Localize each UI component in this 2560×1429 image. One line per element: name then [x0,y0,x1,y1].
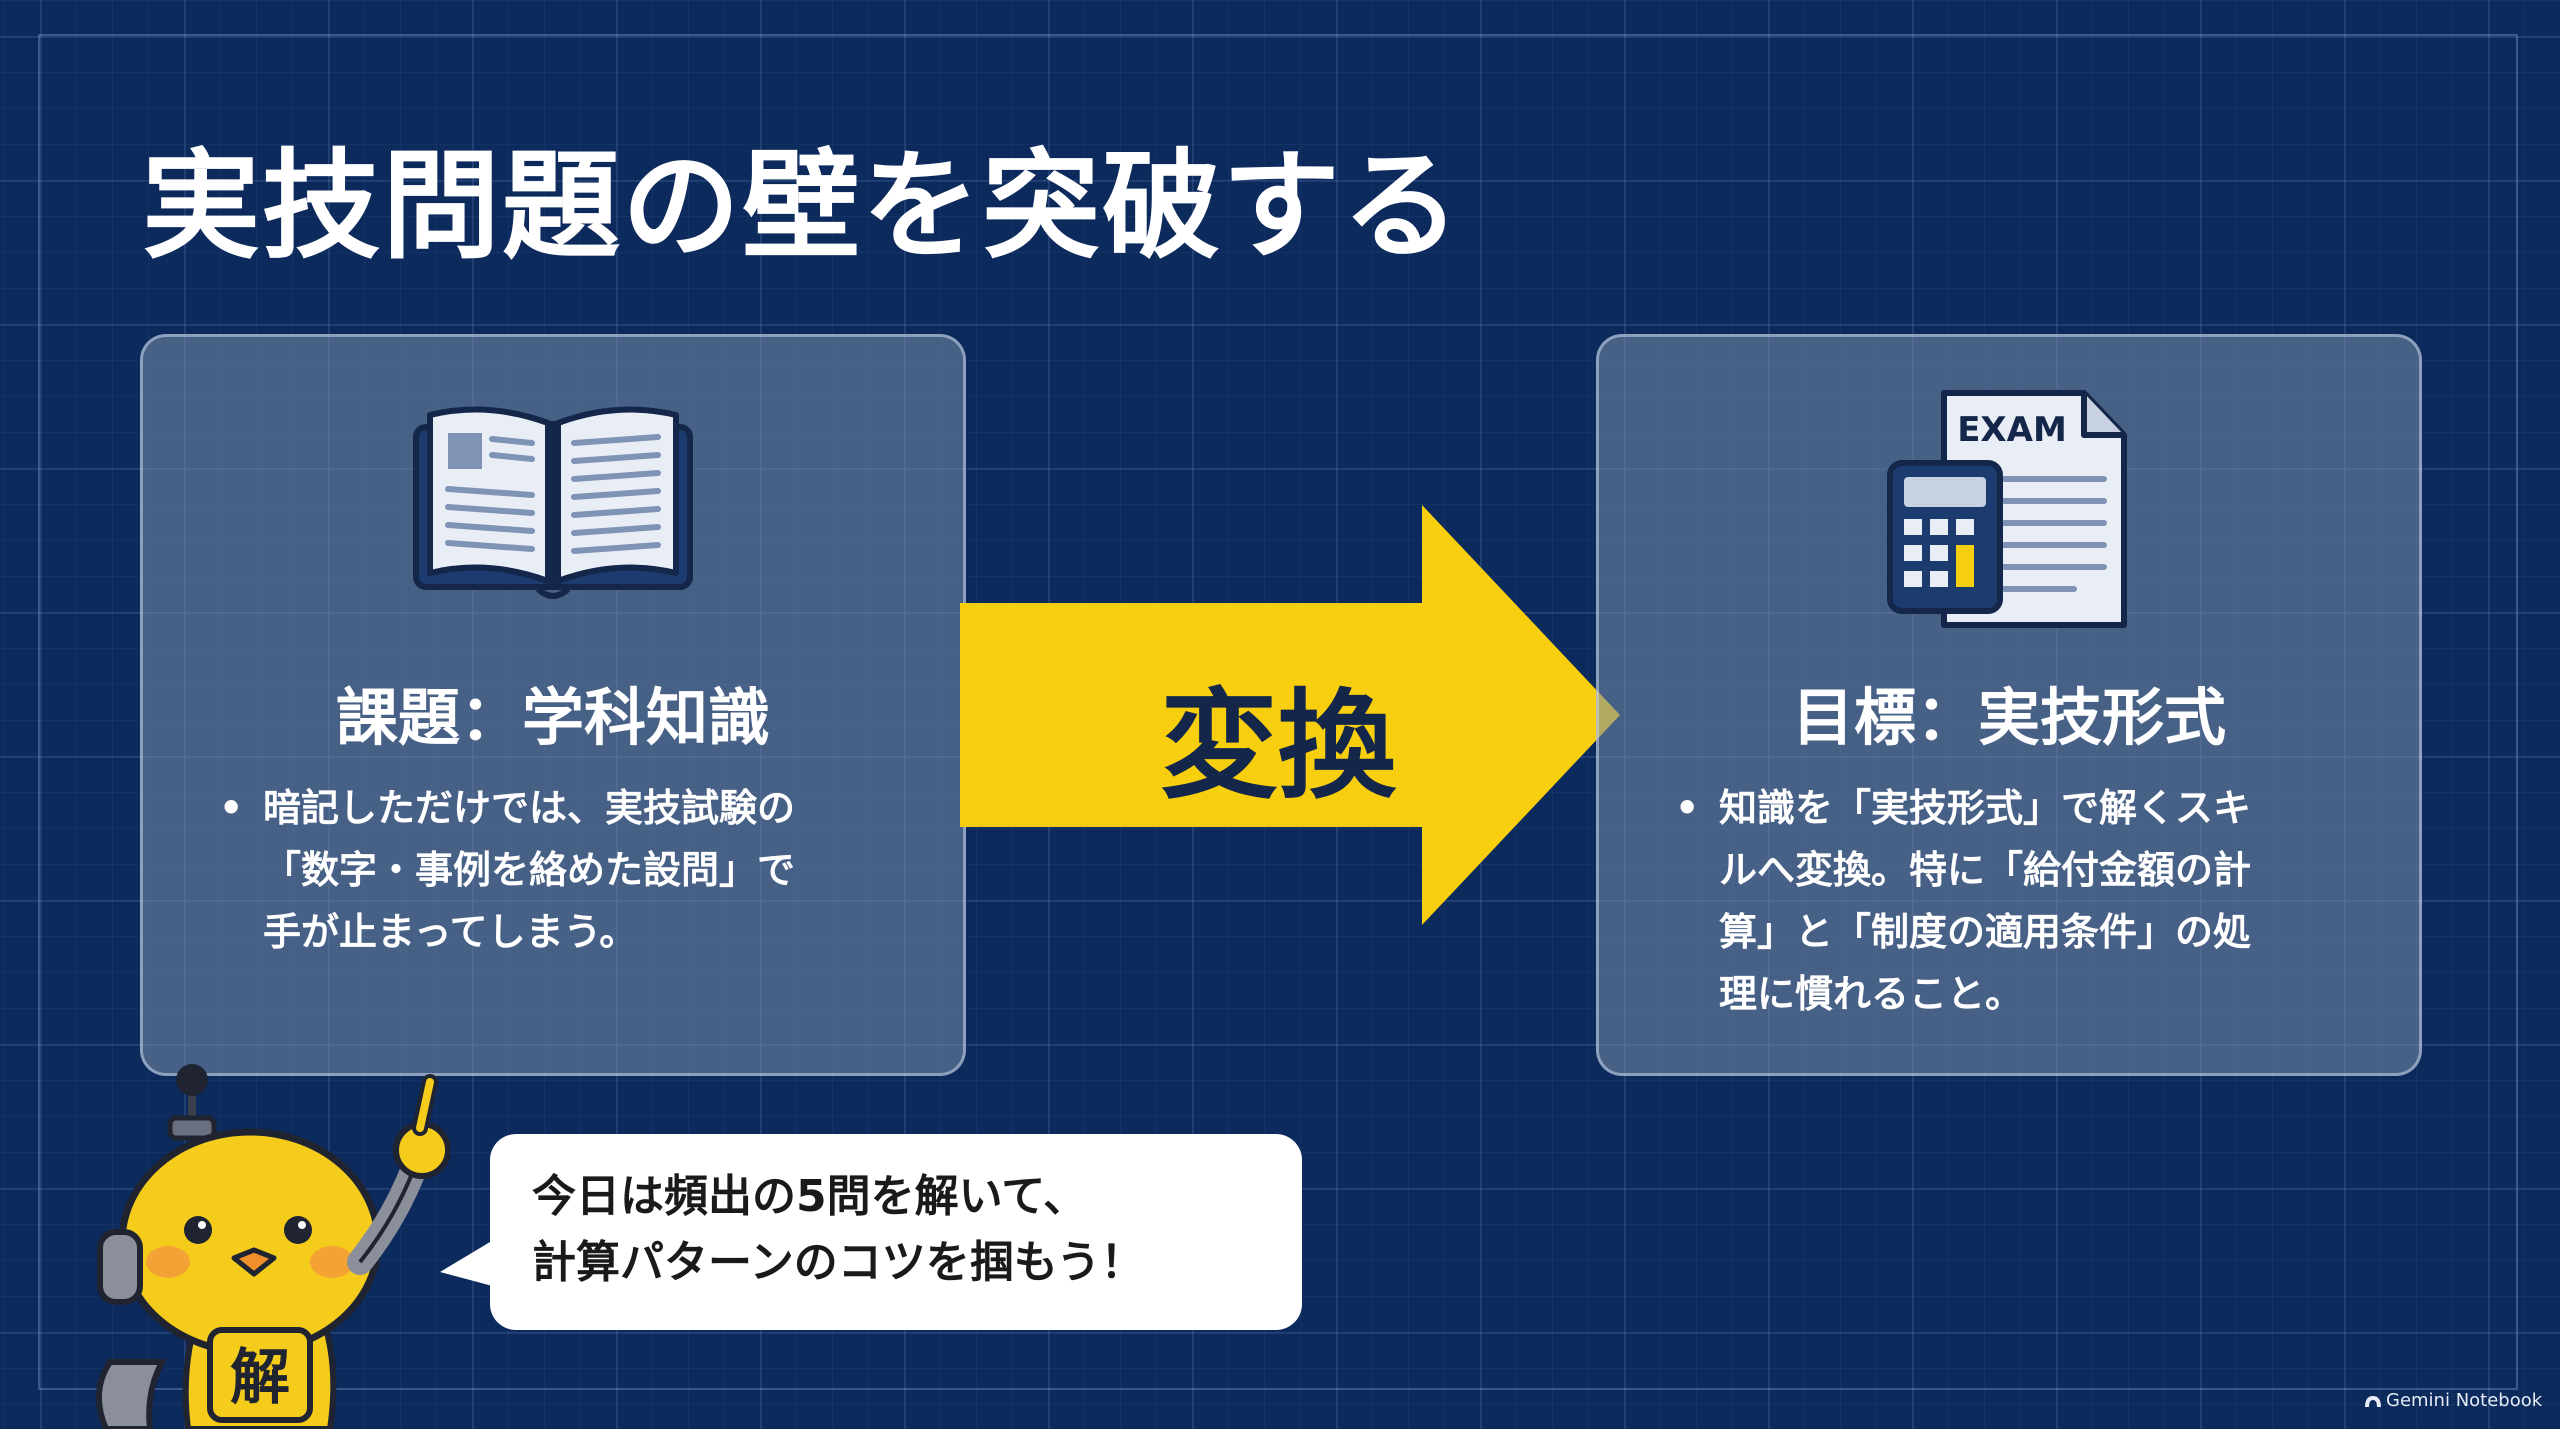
speech-bubble: 今日は頻出の5問を解いて、 計算パターンのコツを掴もう！ [490,1134,1302,1330]
transform-arrow-icon [960,505,1620,925]
goal-card: EXAM 目標：実技形式 • [1596,334,2422,1076]
speech-bubble-tail [440,1236,500,1288]
bullet-line: 理に慣れること。 [1719,972,2024,1016]
open-book-icon [413,406,693,599]
current-issue-bullet: • 暗記しただけでは、実技試験の 「数字・事例を絡めた設問」で 手が止まってしま… [219,777,919,963]
exam-calculator-icon: EXAM [1887,390,2127,628]
exam-label: EXAM [1957,410,2067,450]
slide-frame [38,34,2518,1390]
transform-label: 変換 [1160,677,1397,815]
goal-bullet: • 知識を「実技形式」で解くスキ ルへ変換。特に「給付金額の計 算」と「制度の適… [1675,777,2375,1025]
slide-title: 実技問題の壁を突破する [142,137,1463,275]
watermark: Gemini Notebook [2364,1390,2542,1411]
bullet-dot: • [219,786,244,830]
current-issue-card: 課題：学科知識 • 暗記しただけでは、実技試験の 「数字・事例を絡めた設問」で … [140,334,966,1076]
bullet-line: 知識を「実技形式」で解くスキ [1719,786,2252,830]
bullet-line: 算」と「制度の適用条件」の処 [1719,910,2252,954]
current-issue-heading: 課題：学科知識 [335,681,770,754]
watermark-text: Gemini Notebook [2386,1390,2543,1411]
bullet-line: 手が止まってしまう。 [263,910,638,954]
bullet-line: 「数字・事例を絡めた設問」で [263,848,796,892]
bullet-dot: • [1675,786,1700,830]
speech-line: 計算パターンのコツを掴もう！ [532,1237,1145,1288]
bullet-line: 暗記しただけでは、実技試験の [263,786,796,830]
mascot-badge-text: 解 [230,1343,290,1413]
speech-line: 今日は頻出の5問を解いて、 [532,1171,1088,1222]
chick-robot-mascot-icon: 解 [95,1064,450,1429]
bullet-line: ルへ変換。特に「給付金額の計 [1719,848,2252,892]
notebook-logo-icon [2365,1396,2381,1407]
goal-heading: 目標：実技形式 [1791,681,2226,754]
